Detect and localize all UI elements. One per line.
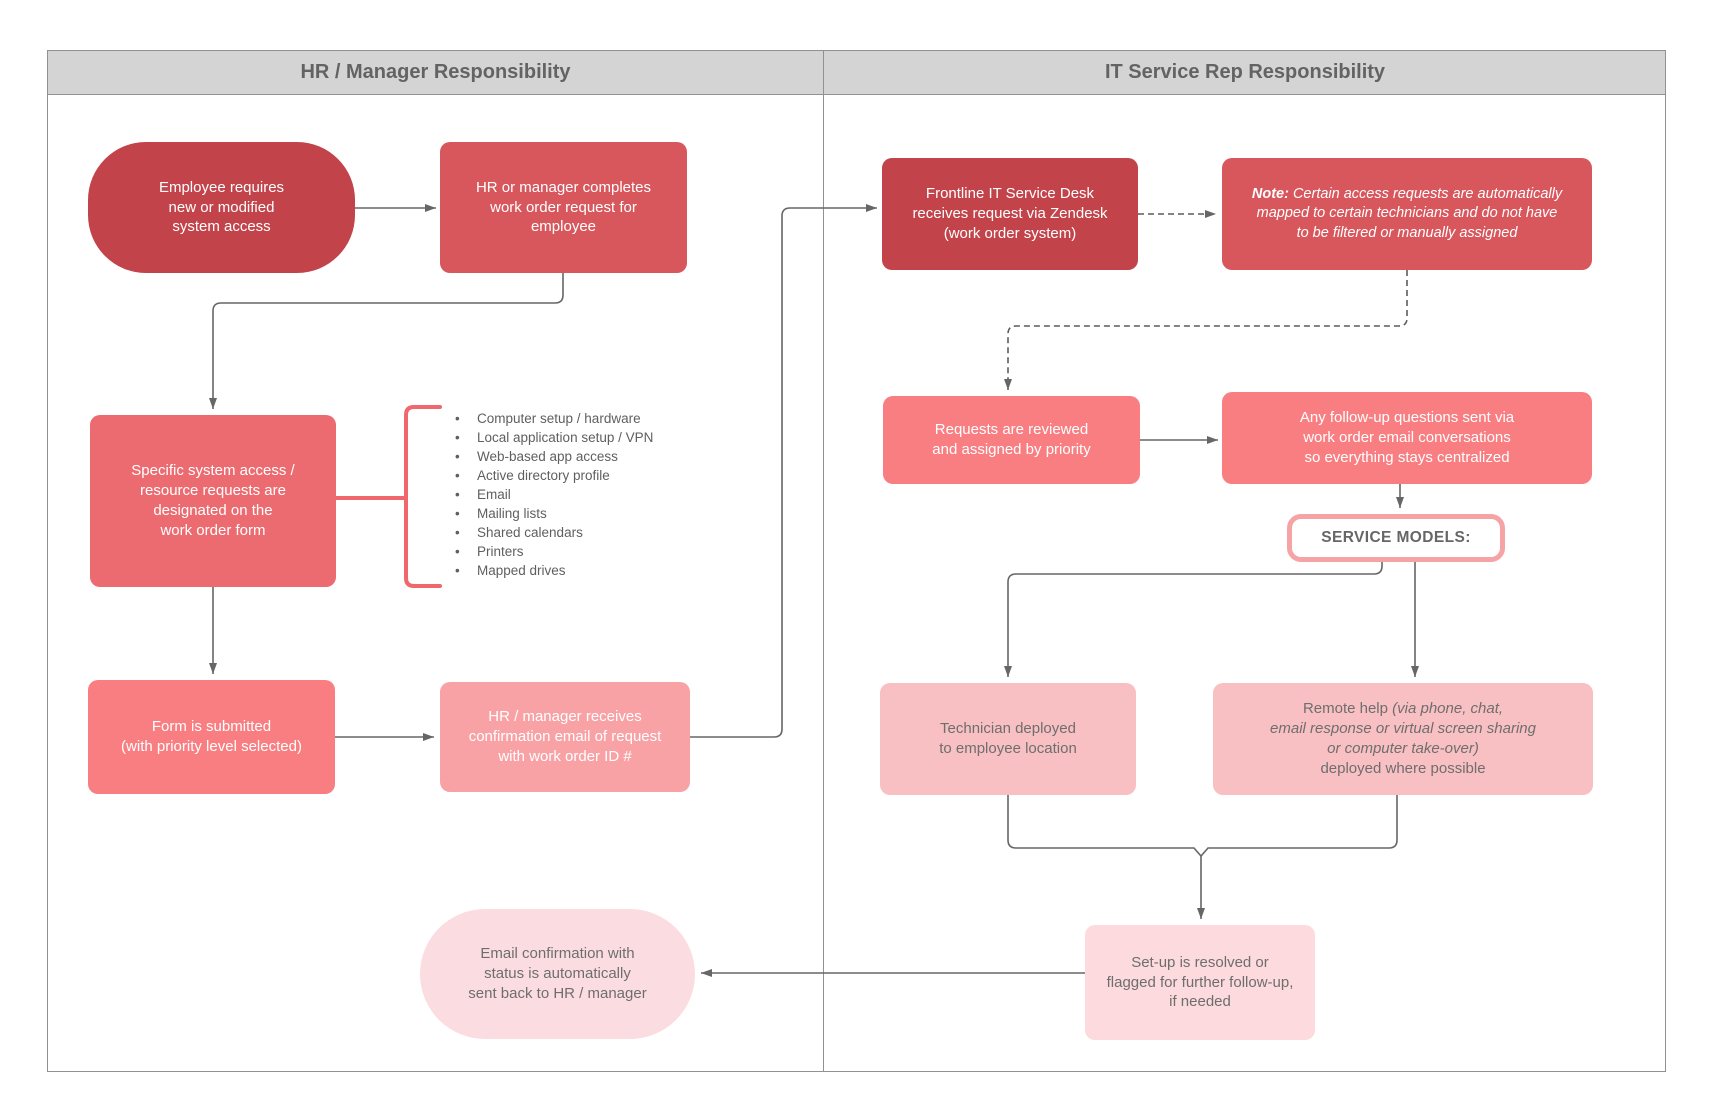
remote-help-post: deployed where possible bbox=[1320, 759, 1486, 777]
diagram-frame bbox=[47, 50, 1666, 1072]
bullet-item: Active directory profile bbox=[450, 466, 653, 485]
node-technician-deployed-label: Technician deployed to employee location bbox=[939, 720, 1077, 757]
bullet-item: Email bbox=[450, 485, 653, 504]
node-hr-receives-label: HR / manager receives confirmation email… bbox=[468, 708, 662, 765]
node-requests-reviewed: Requests are reviewed and assigned by pr… bbox=[883, 396, 1140, 484]
node-frontline-desk-label: Frontline IT Service Desk receives reque… bbox=[912, 185, 1108, 242]
node-technician-deployed: Technician deployed to employee location bbox=[880, 683, 1136, 795]
node-hr-completes-label: HR or manager completes work order reque… bbox=[475, 178, 652, 236]
node-employee-requires-label: Employee requires new or modified system… bbox=[158, 178, 285, 236]
node-setup-resolved-label: Set-up is resolved or flagged for furthe… bbox=[1106, 953, 1294, 1011]
bullet-item: Web-based app access bbox=[450, 447, 653, 466]
node-setup-resolved: Set-up is resolved or flagged for furthe… bbox=[1085, 925, 1315, 1040]
note-prefix: Note: bbox=[1251, 186, 1289, 203]
arrow-hr-receives-to-frontline bbox=[690, 204, 877, 738]
remote-help-italic: (via phone, chat, email response or virt… bbox=[1270, 700, 1536, 757]
bullet-item: Mapped drives bbox=[450, 561, 653, 580]
dashed-arrow-note-to-requests bbox=[1004, 270, 1408, 390]
node-employee-requires: Employee requires new or modified system… bbox=[88, 142, 355, 273]
node-remote-help: Remote help (via phone, chat, email resp… bbox=[1213, 683, 1593, 795]
node-email-confirmation-label: Email confirmation with status is automa… bbox=[468, 945, 647, 1002]
lane-title-hr-manager: HR / Manager Responsibility bbox=[300, 61, 571, 83]
remote-help-pre: Remote help bbox=[1302, 700, 1393, 718]
lane-divider bbox=[823, 50, 824, 1072]
note-body: Certain access requests are automaticall… bbox=[1256, 186, 1563, 241]
node-followup-questions-label: Any follow-up questions sent via work or… bbox=[1299, 409, 1515, 466]
node-specific-access: Specific system access / resource reques… bbox=[90, 415, 336, 587]
node-note: Note: Certain access requests are automa… bbox=[1222, 158, 1592, 270]
node-form-submitted: Form is submitted (with priority level s… bbox=[88, 680, 335, 794]
node-service-models-label: SERVICE MODELS: bbox=[1321, 528, 1471, 546]
arrow-hr-completes-to-specific-access bbox=[209, 273, 564, 409]
bullet-item: Local application setup / VPN bbox=[450, 428, 653, 447]
bullet-item: Shared calendars bbox=[450, 523, 653, 542]
node-hr-receives: HR / manager receives confirmation email… bbox=[440, 682, 690, 792]
node-remote-help-label: Remote help (via phone, chat, email resp… bbox=[1270, 699, 1536, 778]
merge-technician-remote bbox=[1007, 795, 1398, 858]
node-email-confirmation: Email confirmation with status is automa… bbox=[420, 909, 695, 1039]
node-frontline-desk: Frontline IT Service Desk receives reque… bbox=[882, 158, 1138, 270]
lane-title-it-service: IT Service Rep Responsibility bbox=[1104, 61, 1386, 83]
bullet-item: Mailing lists bbox=[450, 504, 653, 523]
node-hr-completes: HR or manager completes work order reque… bbox=[440, 142, 687, 273]
node-specific-access-label: Specific system access / resource reques… bbox=[131, 462, 295, 539]
access-request-bullet-list: Computer setup / hardware Local applicat… bbox=[450, 409, 653, 580]
node-service-models: SERVICE MODELS: bbox=[1287, 514, 1505, 562]
node-requests-reviewed-label: Requests are reviewed and assigned by pr… bbox=[932, 421, 1091, 458]
arrow-service-models-to-technician bbox=[1004, 562, 1383, 677]
node-note-label: Note: Certain access requests are automa… bbox=[1252, 185, 1562, 242]
bullet-bracket bbox=[334, 405, 442, 588]
bullet-item: Printers bbox=[450, 542, 653, 561]
node-form-submitted-label: Form is submitted (with priority level s… bbox=[121, 718, 302, 755]
bullet-item: Computer setup / hardware bbox=[450, 409, 653, 428]
node-followup-questions: Any follow-up questions sent via work or… bbox=[1222, 392, 1592, 484]
